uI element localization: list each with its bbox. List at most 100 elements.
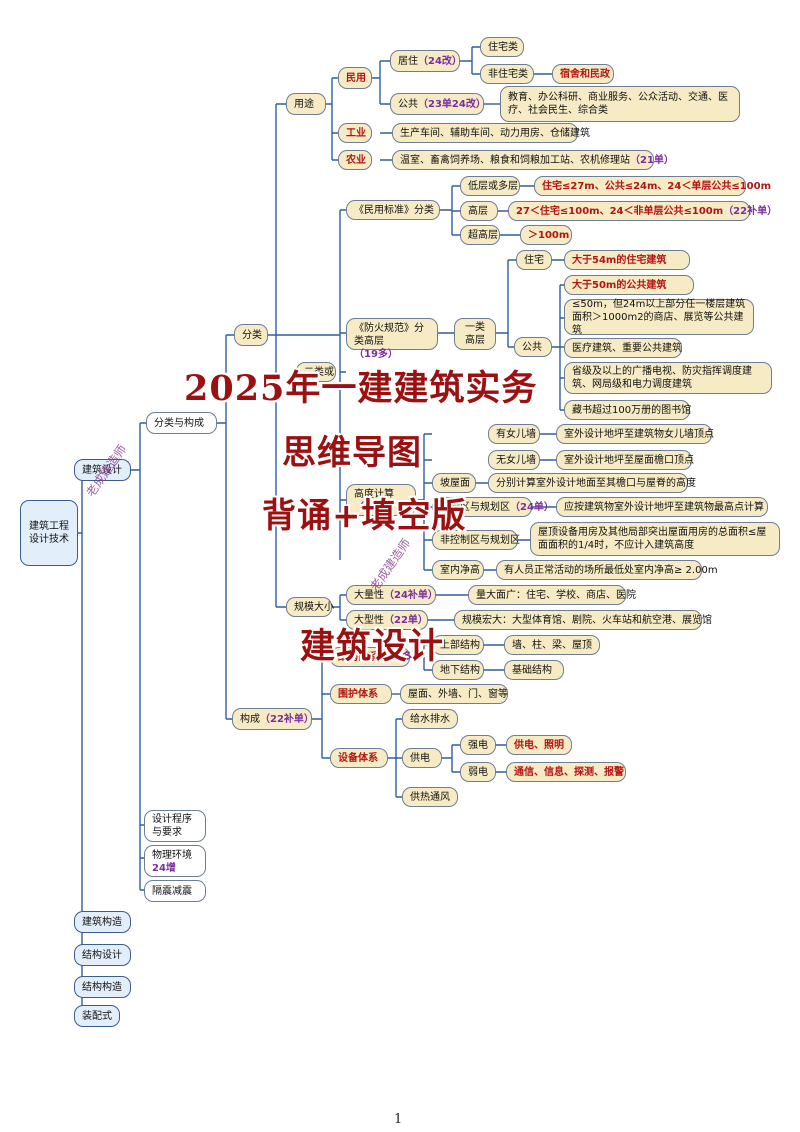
non-housing-label: 非住宅类 bbox=[488, 68, 528, 80]
parapet-label: 有女儿墙 bbox=[496, 428, 536, 440]
node-weak[interactable]: 弱电 bbox=[460, 762, 496, 782]
node-scale[interactable]: 规模大小 bbox=[286, 597, 334, 617]
node-arch-design[interactable]: 建筑设计 bbox=[74, 459, 131, 481]
node-upper-detail[interactable]: 墙、柱、梁、屋顶 bbox=[504, 635, 600, 655]
non-housing-detail: 宿舍和民政 bbox=[560, 68, 610, 80]
node-non-housing-detail[interactable]: 宿舍和民政 bbox=[552, 64, 614, 84]
node-weak-detail[interactable]: 通信、信息、探测、报警 bbox=[506, 762, 626, 782]
compose-tag: （22补单） bbox=[260, 713, 314, 725]
root-node[interactable]: 建筑工程设计技术 bbox=[20, 500, 78, 566]
node-compose[interactable]: 构成（22补单） bbox=[232, 708, 314, 730]
node-residence[interactable]: 居住（24改） bbox=[390, 50, 462, 72]
non-control-label: 非控制区与规划区 bbox=[440, 534, 520, 546]
physical-env-label: 物理环境 bbox=[152, 850, 192, 861]
node-fire-housing[interactable]: 住宅 bbox=[516, 250, 552, 270]
node-non-housing[interactable]: 非住宅类 bbox=[480, 64, 534, 84]
housing-label: 住宅类 bbox=[488, 41, 518, 53]
agri-label: 农业 bbox=[346, 154, 366, 166]
large-quantity-label: 大量性 bbox=[354, 589, 384, 601]
use-label: 用途 bbox=[294, 98, 314, 110]
node-slope-roof[interactable]: 坡屋面 bbox=[432, 473, 476, 493]
node-parapet-detail[interactable]: 室外设计地坪至建筑物女儿墙顶点 bbox=[556, 424, 714, 444]
node-equipment[interactable]: 设备体系 bbox=[330, 748, 388, 768]
node-industrial[interactable]: 工业 bbox=[338, 123, 372, 143]
node-envelope-detail[interactable]: 屋面、外墙、门、窗等 bbox=[400, 684, 508, 704]
node-no-parapet-detail[interactable]: 室外设计地坪至屋面檐口顶点 bbox=[556, 450, 694, 470]
node-envelope[interactable]: 围护体系 bbox=[330, 684, 392, 704]
design-procedure-label: 设计程序与要求 bbox=[152, 814, 192, 838]
node-parapet[interactable]: 有女儿墙 bbox=[488, 424, 540, 444]
node-fire-public-3[interactable]: 医疗建筑、重要公共建筑 bbox=[564, 338, 682, 358]
node-low-multi[interactable]: 低层或多层 bbox=[460, 176, 520, 196]
node-agri[interactable]: 农业 bbox=[338, 150, 372, 170]
node-power[interactable]: 供电 bbox=[402, 748, 442, 768]
node-classify[interactable]: 分类 bbox=[234, 324, 268, 346]
root-label: 建筑工程设计技术 bbox=[29, 521, 69, 545]
node-arch-structure[interactable]: 建筑构造 bbox=[74, 911, 131, 933]
node-low-multi-detail[interactable]: 住宅≤27m、公共≤24m、24＜单层公共≤100m bbox=[534, 176, 771, 196]
water-label: 给水排水 bbox=[410, 713, 450, 725]
node-under-structure[interactable]: 地下结构 bbox=[432, 660, 484, 680]
node-indoor-height[interactable]: 室内净高 bbox=[432, 560, 484, 580]
public-label: 公共 bbox=[398, 98, 418, 110]
node-super-high[interactable]: 超高层 bbox=[460, 225, 500, 245]
node-civil[interactable]: 民用 bbox=[338, 67, 372, 89]
equipment-label: 设备体系 bbox=[338, 752, 378, 764]
node-fire-public-5[interactable]: 藏书超过100万册的图书馆 bbox=[564, 400, 691, 420]
residence-tag: （24改） bbox=[418, 55, 462, 67]
node-non-control[interactable]: 非控制区与规划区 bbox=[432, 530, 520, 550]
node-class-compose[interactable]: 分类与构成 bbox=[146, 412, 217, 434]
node-class-two[interactable]: 二类或 bbox=[296, 362, 336, 382]
super-high-detail: ＞100m bbox=[528, 229, 570, 241]
node-control-zone[interactable]: 控制区与规划区（24单） bbox=[432, 497, 554, 517]
node-large-quantity-detail[interactable]: 量大面广：住宅、学校、商店、医院 bbox=[468, 585, 636, 605]
node-class-one[interactable]: 一类高层 bbox=[454, 318, 496, 350]
node-housing[interactable]: 住宅类 bbox=[480, 37, 524, 57]
node-strong[interactable]: 强电 bbox=[460, 735, 496, 755]
compose-label: 构成 bbox=[240, 713, 260, 725]
node-indoor-height-detail[interactable]: 有人员正常活动的场所最低处室内净高≥ 2.00m bbox=[496, 560, 718, 580]
node-fire-std[interactable]: 《防火规范》分类高层（19多） bbox=[346, 318, 438, 360]
node-water[interactable]: 给水排水 bbox=[402, 709, 458, 729]
node-design-procedure[interactable]: 设计程序与要求 bbox=[144, 810, 206, 842]
node-seismic[interactable]: 隔震减震 bbox=[144, 880, 206, 902]
node-structure-construction[interactable]: 结构构造 bbox=[74, 976, 131, 998]
node-under-detail[interactable]: 基础结构 bbox=[504, 660, 564, 680]
node-strong-detail[interactable]: 供电、照明 bbox=[506, 735, 572, 755]
node-heating[interactable]: 供热通风 bbox=[402, 787, 458, 807]
structure-sys-tag: （24多） bbox=[378, 651, 422, 663]
node-use[interactable]: 用途 bbox=[286, 93, 326, 115]
height-calc-tag: （23改） bbox=[354, 502, 398, 513]
class-one-label: 一类高层 bbox=[465, 322, 485, 346]
node-large-quantity[interactable]: 大量性（24补单） bbox=[346, 585, 438, 605]
node-fire-public-1[interactable]: 大于50m的公共建筑 bbox=[564, 275, 694, 295]
node-control-zone-detail[interactable]: 应按建筑物室外设计地坪至建筑物最高点计算 bbox=[556, 497, 768, 517]
node-fire-public-2[interactable]: ≤50m，但24m以上部分任一楼层建筑面积＞1000m2的商店、展览等公共建筑 bbox=[564, 299, 754, 336]
fire-public-3: 医疗建筑、重要公共建筑 bbox=[572, 342, 682, 354]
node-high[interactable]: 高层 bbox=[460, 201, 498, 221]
high-tag: （22补单） bbox=[723, 205, 778, 217]
node-public[interactable]: 公共（23单24改） bbox=[390, 93, 486, 115]
fire-public-1: 大于50m的公共建筑 bbox=[572, 279, 667, 291]
node-civil-std[interactable]: 《民用标准》分类 bbox=[346, 200, 440, 220]
node-high-detail[interactable]: 27＜住宅≤100m、24＜非单层公共≤100m（22补单） bbox=[508, 201, 777, 221]
node-public-detail[interactable]: 教育、办公科研、商业服务、公众活动、交通、医疗、社会民生、综合类 bbox=[500, 86, 740, 122]
node-height-calc[interactable]: 高度计算（23改） bbox=[346, 484, 416, 516]
node-structure-design[interactable]: 结构设计 bbox=[74, 944, 131, 966]
control-zone-label: 控制区与规划区 bbox=[440, 501, 510, 513]
node-large-type-detail[interactable]: 规模宏大：大型体育馆、剧院、火车站和航空港、展览馆 bbox=[454, 610, 712, 630]
node-agri-detail[interactable]: 温室、畜禽饲养场、粮食和饲粮加工站、农机修理站（21单） bbox=[392, 150, 674, 170]
node-super-high-detail[interactable]: ＞100m bbox=[520, 225, 572, 245]
node-prefab[interactable]: 装配式 bbox=[74, 1005, 120, 1027]
node-large-type[interactable]: 大型性（22单） bbox=[346, 610, 428, 630]
node-fire-public[interactable]: 公共 bbox=[514, 337, 552, 357]
node-fire-public-4[interactable]: 省级及以上的广播电视、防灾指挥调度建筑、网局级和电力调度建筑 bbox=[564, 362, 772, 394]
node-slope-roof-detail[interactable]: 分别计算室外设计地面至其檐口与屋脊的高度 bbox=[488, 473, 696, 493]
node-non-control-detail[interactable]: 屋顶设备用房及其他局部突出屋面用房的总面积≤屋面面积的1/4时，不应计入建筑高度 bbox=[530, 522, 780, 556]
node-structure-sys[interactable]: 结构体系（24多） bbox=[330, 647, 422, 667]
node-industrial-detail[interactable]: 生产车间、辅助车间、动力用房、仓储建筑 bbox=[392, 123, 590, 143]
node-fire-housing-detail[interactable]: 大于54m的住宅建筑 bbox=[564, 250, 690, 270]
node-no-parapet[interactable]: 无女儿墙 bbox=[488, 450, 540, 470]
node-upper-structure[interactable]: 上部结构 bbox=[432, 635, 484, 655]
